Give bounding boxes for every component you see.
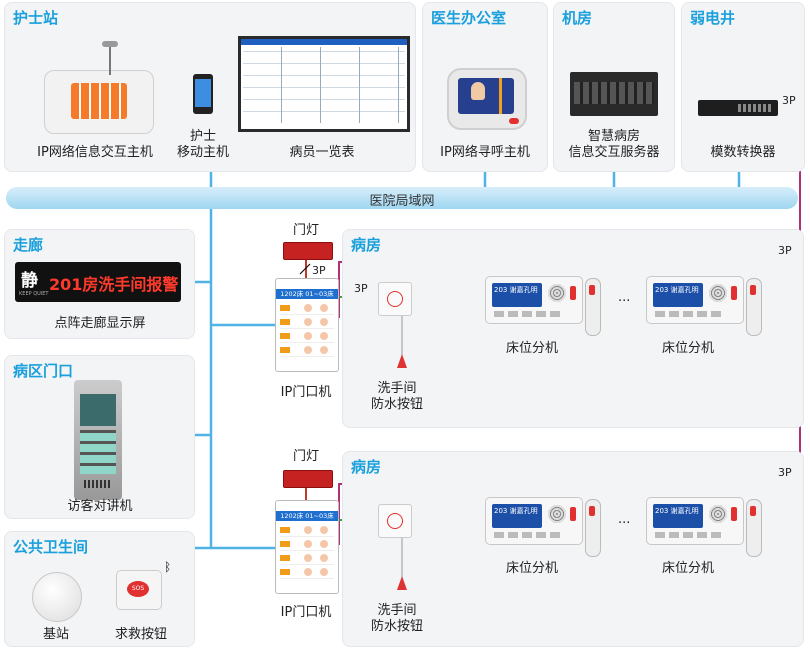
door-unit-screen-1: 1202床 01~03床 — [276, 289, 338, 299]
door-light-label-1: 门灯 — [292, 223, 319, 238]
wash-button-label-2b: 防水按钮 — [370, 619, 423, 634]
panel-title: 医生办公室 — [431, 9, 507, 27]
wire-tag: 3P — [312, 264, 326, 277]
bed-unit-device-1a: 203 谢嘉孔明 — [485, 276, 583, 324]
wash-button-device-1 — [378, 282, 412, 316]
base-station-device — [32, 572, 82, 622]
bed-unit-label-1b: 床位分机 — [661, 341, 714, 356]
wash-button-device-2 — [378, 504, 412, 538]
bed-unit-device-2a: 203 谢嘉孔明 — [485, 497, 583, 545]
led-keep-quiet-char: 静 — [21, 271, 38, 291]
bed-unit-device-1b: 203 谢嘉孔明 — [646, 276, 744, 324]
handset-device — [585, 278, 601, 336]
nurse-mobile-device — [193, 74, 213, 114]
wash-button-label-1a: 洗手间 — [377, 381, 417, 396]
bed-screen-text: 203 谢嘉孔明 — [655, 286, 699, 294]
server-device — [570, 72, 658, 116]
led-display-label: 点阵走廊显示屏 — [54, 316, 146, 331]
wire-tag: 3P — [778, 244, 792, 257]
ellipsis: ··· — [618, 516, 631, 531]
nurse-mobile-label-1: 护士 — [189, 129, 216, 144]
bed-screen-text: 203 谢嘉孔明 — [494, 286, 538, 294]
server-label-2: 信息交互服务器 — [568, 145, 660, 160]
bed-unit-label-1a: 床位分机 — [505, 341, 558, 356]
converter-device — [698, 100, 778, 116]
patient-overview-monitor — [238, 36, 410, 132]
bed-unit-label-2a: 床位分机 — [505, 561, 558, 576]
door-light-label-2: 门灯 — [292, 449, 319, 464]
bed-unit-label-2b: 床位分机 — [661, 561, 714, 576]
ip-console-label: IP网络信息交互主机 — [37, 145, 153, 160]
panel-title: 病区门口 — [13, 362, 74, 380]
pull-cord-icon — [397, 316, 407, 368]
door-unit-label-1: IP门口机 — [280, 385, 332, 400]
handset-device — [746, 278, 762, 336]
wash-button-label-2a: 洗手间 — [377, 603, 417, 618]
visitor-intercom-device — [74, 380, 122, 500]
panel-title: 公共卫生间 — [13, 538, 89, 556]
door-unit-device-1: 1202床 01~03床 — [275, 278, 339, 372]
panel-title: 病房 — [351, 458, 382, 476]
wash-button-label-1b: 防水按钮 — [370, 397, 423, 412]
panel-ward-2: 病房 — [342, 451, 804, 647]
wire-tag: 3P — [778, 466, 792, 479]
paging-host-device — [447, 68, 527, 130]
wire-tag: 3P — [354, 282, 368, 295]
led-display-device: 静 KEEP QUIET 201房洗手间报警 — [15, 262, 181, 302]
wire-tag: 3P — [782, 94, 796, 107]
pull-cord-icon — [397, 538, 407, 590]
panel-title: 病房 — [351, 236, 382, 254]
server-label-1: 智慧病房 — [587, 129, 640, 144]
door-light-device-1 — [283, 242, 333, 260]
bluetooth-icon: ᛒ — [164, 560, 172, 574]
handset-device — [746, 499, 762, 557]
nurse-mobile-label-2: 移动主机 — [176, 145, 229, 160]
panel-title: 弱电井 — [690, 9, 736, 27]
panel-ward-1: 病房 — [342, 229, 804, 428]
door-light-device-2 — [283, 470, 333, 488]
base-station-label: 基站 — [42, 627, 69, 642]
lan-label: 医院局域网 — [369, 194, 435, 209]
panel-title: 护士站 — [13, 9, 59, 27]
door-unit-device-2: 1202床 01~03床 — [275, 500, 339, 594]
help-button-device — [116, 570, 162, 610]
door-unit-screen-2: 1202床 01~03床 — [276, 511, 338, 521]
converter-label: 模数转换器 — [710, 145, 776, 160]
visitor-intercom-label: 访客对讲机 — [67, 499, 133, 514]
panel-title: 走廊 — [13, 236, 44, 254]
panel-weak-well: 弱电井 — [681, 2, 805, 172]
ellipsis: ··· — [618, 294, 631, 309]
door-unit-label-2: IP门口机 — [280, 605, 332, 620]
hospital-lan-bus: 医院局域网 — [6, 187, 798, 209]
bed-screen-text: 203 谢嘉孔明 — [655, 507, 699, 515]
panel-title: 机房 — [562, 9, 593, 27]
led-message: 201房洗手间报警 — [49, 275, 179, 294]
bed-screen-text: 203 谢嘉孔明 — [494, 507, 538, 515]
patient-overview-label: 病员一览表 — [289, 145, 355, 160]
paging-host-label: IP网络寻呼主机 — [440, 145, 530, 160]
bed-unit-device-2b: 203 谢嘉孔明 — [646, 497, 744, 545]
ip-console-device — [44, 41, 154, 134]
help-button-label: 求救按钮 — [114, 627, 167, 642]
handset-device — [585, 499, 601, 557]
led-keep-quiet-text: KEEP QUIET — [19, 291, 49, 297]
